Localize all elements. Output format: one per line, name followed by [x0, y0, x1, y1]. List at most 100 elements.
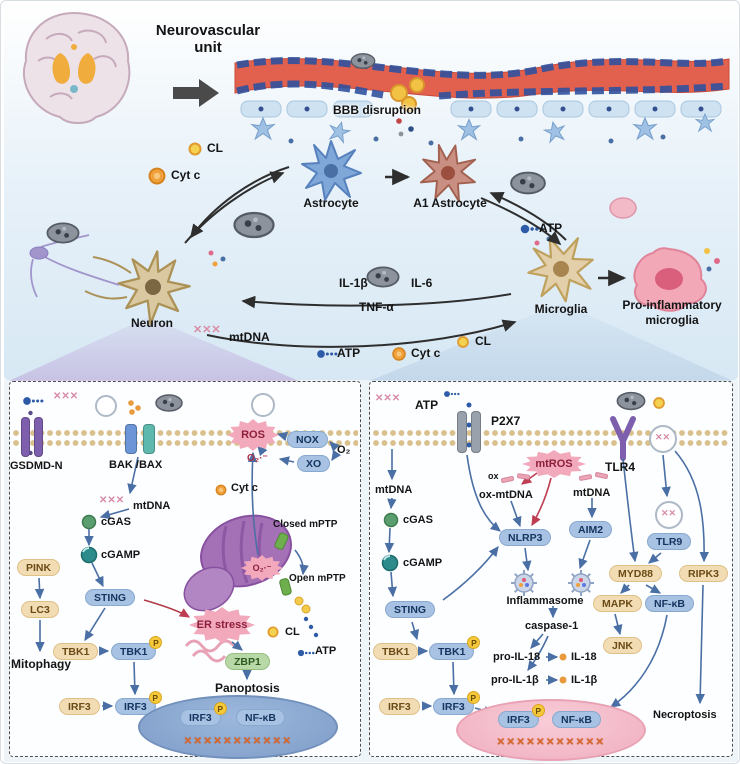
cl-vesicle-icon: [95, 395, 117, 417]
cl-bottom-label: CL: [475, 334, 491, 348]
right-nfkb-pill: NF-κB: [645, 595, 694, 612]
pro-il1b-label: pro-IL-1β: [491, 674, 539, 686]
tlr4-label: TLR4: [605, 460, 635, 474]
p2x7-channel-right: [471, 411, 481, 453]
right-sting-pill: STING: [385, 601, 436, 618]
right-nucleus-irf3-label: IRF3: [507, 713, 530, 726]
superoxide-top-label: O₂·⁻: [247, 453, 268, 464]
zbp1-pill: ZBP1: [225, 653, 270, 670]
ox-mtdna-label: ox-mtDNA: [479, 489, 533, 501]
il18-label: IL-18: [571, 651, 597, 663]
il1b-label: IL-1β: [571, 674, 598, 686]
left-nucleus-nfkb-label: NF-κB: [245, 711, 276, 724]
right-nucleus: [456, 699, 646, 761]
pro-il18-label: pro-IL-18: [493, 651, 541, 663]
cl-top-label: CL: [207, 141, 223, 155]
left-atp-label: ATP: [315, 645, 337, 657]
phospho-badge: P: [466, 691, 480, 704]
right-nucleus-nfkb-pill: NF-κB: [552, 711, 601, 728]
left-tbk1p-pill: TBK1 P: [111, 636, 163, 660]
xo-pill: XO: [297, 455, 331, 472]
gsdmd-channel-right: [34, 417, 43, 457]
tlr9-vesicle-helix: ✕✕: [661, 508, 677, 518]
right-tbk1p-label: TBK1: [438, 645, 466, 658]
phospho-badge: P: [213, 702, 227, 715]
gsdmd-label: GSDMD-N: [10, 460, 63, 472]
aim2-pill: AIM2: [569, 521, 613, 538]
right-irf3p-pill: IRF3 P: [433, 691, 480, 715]
left-irf3p-pill: IRF3 P: [115, 691, 162, 715]
caspase1-label: caspase-1: [525, 620, 579, 632]
figure-title: Neurovascular unit: [155, 22, 261, 56]
mtdna-helix-icon: ✕✕✕: [193, 324, 221, 336]
tlr-vesicle-icon: [649, 425, 677, 453]
inflammasome-label: Inflammasome: [506, 595, 584, 607]
tlr9-pill: TLR9: [647, 533, 692, 550]
left-tbk1p-label: TBK1: [120, 645, 148, 658]
left-irf3-pill: IRF3: [59, 698, 100, 715]
bak-channel: [125, 424, 137, 454]
lc3-pill: LC3: [21, 601, 59, 618]
necroptosis-label: Necroptosis: [653, 709, 717, 721]
atp-vesicle-icon: [251, 393, 275, 417]
right-tbk1-pill: TBK1: [373, 643, 419, 660]
jnk-pill: JNK: [603, 637, 643, 654]
ox-label: ox: [488, 471, 499, 481]
microglia-label: Microglia: [534, 302, 588, 316]
cytc-bottom-label: Cyt c: [411, 346, 441, 360]
cytc-top-label: Cyt c: [171, 168, 201, 182]
left-nucleus: [138, 695, 338, 759]
panoptosis-label: Panoptosis: [215, 681, 280, 695]
left-cl-label: CL: [285, 626, 300, 638]
left-cytc-label: Cyt c: [231, 482, 258, 494]
right-tbk1p-pill: TBK1 P: [429, 636, 481, 660]
left-cgas-label: cGAS: [101, 516, 131, 528]
right-mtdna-left-label: mtDNA: [375, 484, 413, 496]
mitophagy-label: Mitophagy: [11, 657, 71, 671]
left-nucleus-irf3-pill: IRF3 P: [180, 702, 227, 726]
left-top-helix-icon: ✕✕✕: [53, 391, 79, 402]
right-dna-strand: ✕✕✕✕✕✕✕✕✕✕✕: [496, 737, 606, 748]
gsdmd-channel-left: [21, 417, 30, 457]
il6-label: IL-6: [411, 276, 433, 290]
left-sting-pill: STING: [85, 589, 136, 606]
nox-pill: NOX: [287, 431, 328, 448]
right-top-helix-icon: ✕✕✕: [375, 393, 401, 404]
neuron-label: Neuron: [131, 316, 173, 330]
o2-label: O₂: [337, 444, 351, 456]
nlrp3-pill: NLRP3: [499, 529, 552, 546]
left-dna-strand: ✕✕✕✕✕✕✕✕✕✕✕: [183, 736, 293, 747]
mtdna-cycle-label: mtDNA: [229, 330, 270, 344]
right-irf3-pill: IRF3: [379, 698, 420, 715]
astrocyte-label: Astrocyte: [303, 196, 359, 210]
il1b-label: IL-1β: [339, 276, 368, 290]
right-cgas-label: cGAS: [403, 514, 433, 526]
right-irf3p-label: IRF3: [442, 700, 465, 713]
right-cgamp-label: cGAMP: [403, 557, 443, 569]
p2x7-channel-left: [457, 411, 467, 453]
left-tbk1-pill: TBK1: [53, 643, 99, 660]
myd88-pill: MYD88: [609, 565, 663, 582]
mapk-pill: MAPK: [593, 595, 642, 612]
right-mtdna-right-label: mtDNA: [573, 487, 611, 499]
right-atp-top-label: ATP: [415, 398, 439, 412]
a1-astrocyte-label: A1 Astrocyte: [413, 196, 487, 210]
atp-right-label: ATP: [539, 221, 563, 235]
left-nucleus-nfkb-pill: NF-κB: [236, 709, 285, 726]
pro-microglia-label-line1: Pro-inflammatory: [622, 298, 722, 312]
phospho-badge: P: [531, 704, 545, 717]
left-mtdna-helix: ✕✕✕: [99, 495, 125, 506]
open-mptp-label: Open mPTP: [289, 573, 346, 584]
right-nucleus-nfkb-label: NF-κB: [561, 713, 592, 726]
ripk3-pill: RIPK3: [679, 565, 728, 582]
left-nucleus-irf3-label: IRF3: [189, 711, 212, 724]
bak-bax-label: BAK /BAX: [109, 459, 163, 471]
left-irf3p-label: IRF3: [124, 700, 147, 713]
left-cgamp-label: cGAMP: [101, 549, 141, 561]
phospho-badge: P: [149, 636, 163, 649]
left-mtdna-label: mtDNA: [133, 500, 171, 512]
p2x7-label: P2X7: [491, 414, 521, 428]
pink-pill: PINK: [17, 559, 61, 576]
right-nucleus-irf3-pill: IRF3 P: [498, 704, 545, 728]
tlr9-vesicle-icon: [655, 501, 683, 529]
